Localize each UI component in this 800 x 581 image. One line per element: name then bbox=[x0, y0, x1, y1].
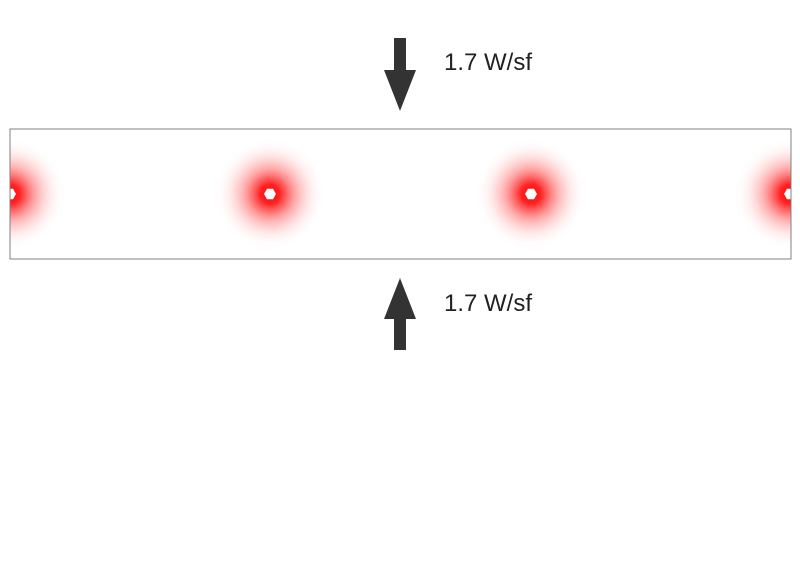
hexagon-hole-icon bbox=[10, 188, 16, 200]
heat-source-4 bbox=[734, 138, 791, 250]
heat-source-2 bbox=[214, 138, 326, 250]
bottom-load-label: 1.7 W/sf bbox=[444, 290, 533, 317]
top-load-arrow-icon bbox=[384, 38, 416, 111]
heat-source-1 bbox=[10, 138, 66, 250]
top-load-label: 1.7 W/sf bbox=[444, 49, 533, 76]
hexagon-hole-icon bbox=[525, 188, 537, 200]
panel bbox=[9, 128, 792, 260]
hexagon-hole-icon bbox=[784, 188, 791, 200]
hexagon-hole-icon bbox=[264, 188, 276, 200]
heat-source-3 bbox=[475, 138, 587, 250]
bottom-load-arrow-icon bbox=[384, 278, 416, 350]
